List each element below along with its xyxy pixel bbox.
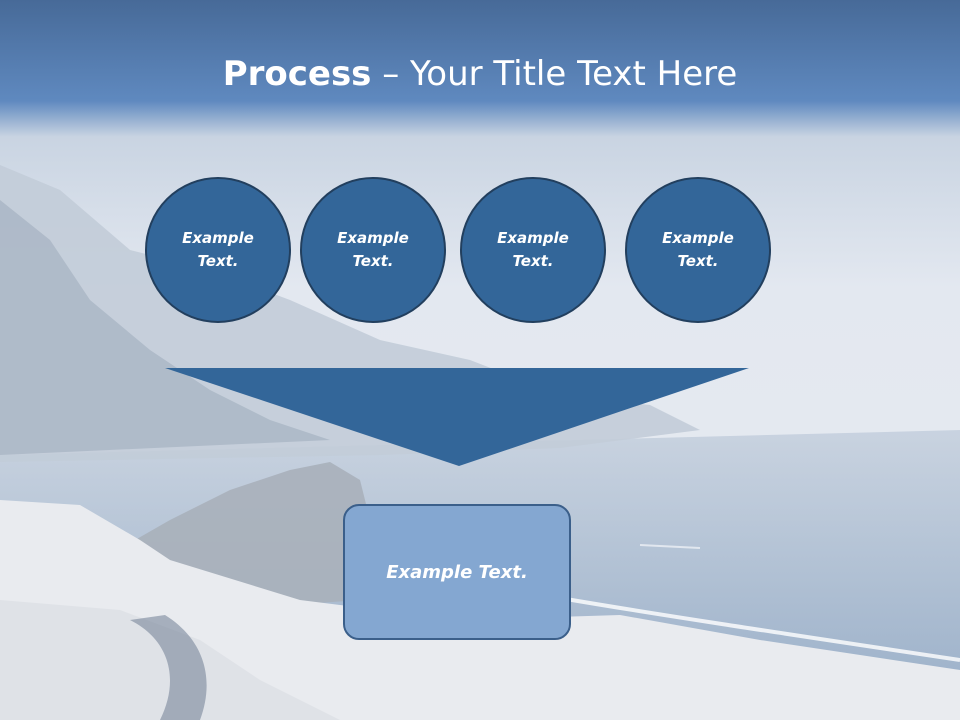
- slide-title: Process – Your Title Text Here: [0, 52, 960, 96]
- slide-title-bold: Process: [222, 54, 372, 94]
- process-step-circle-4[interactable]: Example Text.: [625, 177, 771, 323]
- result-label: Example Text.: [386, 561, 528, 583]
- process-step-label: Example Text.: [497, 229, 569, 270]
- result-box[interactable]: Example Text.: [343, 504, 571, 640]
- slide-title-rest: – Your Title Text Here: [371, 54, 738, 94]
- process-step-label: Example Text.: [337, 229, 409, 270]
- process-step-label: Example Text.: [662, 229, 734, 270]
- process-step-label: Example Text.: [182, 229, 254, 270]
- funnel-arrow[interactable]: [165, 368, 749, 466]
- process-step-circle-3[interactable]: Example Text.: [460, 177, 606, 323]
- process-step-circle-2[interactable]: Example Text.: [300, 177, 446, 323]
- process-step-circle-1[interactable]: Example Text.: [145, 177, 291, 323]
